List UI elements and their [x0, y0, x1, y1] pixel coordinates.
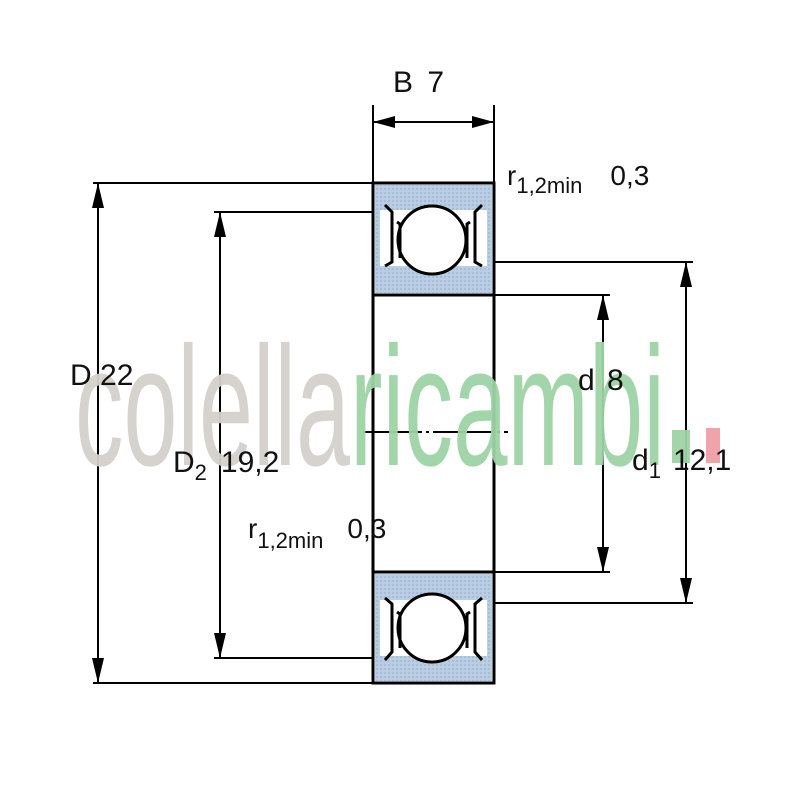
bottom-shields — [383, 596, 484, 661]
watermark-ricambi: ricambi — [350, 312, 665, 502]
label-d: d 8 — [578, 364, 624, 397]
top-ball — [396, 204, 468, 276]
label-D: D 22 — [70, 359, 133, 392]
watermark-green-dot — [672, 430, 690, 463]
bearing-section — [362, 181, 508, 685]
watermark-colella: colella — [75, 312, 350, 502]
watermark-pink-dot — [706, 428, 720, 463]
watermark: colella ricambi — [75, 312, 720, 502]
label-B: B 7 — [393, 66, 444, 99]
bottom-ball — [396, 592, 468, 664]
top-shields — [383, 203, 484, 268]
